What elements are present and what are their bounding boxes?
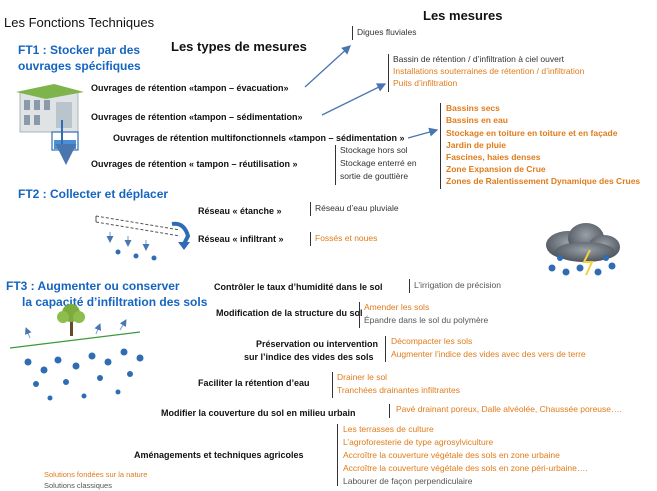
measure-vers-terre: Augmenter l’indice des vides avec des ve… (391, 349, 586, 359)
bracket-fosses (310, 232, 311, 246)
arrow-evacuation (304, 45, 351, 88)
page-title: Les Fonctions Techniques (4, 15, 155, 30)
measure-labourer: Labourer de façon perpendiculaire (343, 476, 473, 486)
header-mesures: Les mesures (423, 8, 503, 23)
ft1-type-multifonction: Ouvrages de rétention multifonctionnels … (113, 133, 405, 143)
pipe-illustration (95, 215, 191, 261)
measure-puits: Puits d’infiltration (393, 78, 458, 88)
ft1-title-line1: FT1 : Stocker par des (18, 43, 141, 57)
measure-pave-drainant: Pavé drainant poreux, Dalle alvéolée, Ch… (396, 404, 622, 414)
measure-fosses-noues: Fossés et noues (315, 233, 378, 243)
measure-jardin-pluie: Jardin de pluie (446, 140, 506, 150)
measure-terrasses: Les terrasses de culture (343, 424, 434, 434)
arrow-sedimentation (321, 83, 387, 116)
measure-irrigation: L’irrigation de précision (414, 280, 501, 290)
bracket-structure (359, 302, 360, 328)
measure-couverture-urbaine: Accroître la couverture végétale des sol… (343, 450, 560, 460)
measure-bassins-eau: Bassins en eau (446, 115, 508, 125)
ft1-title-line2: ouvrages spécifiques (18, 59, 141, 73)
arrow-multifonction (407, 127, 439, 139)
building-illustration (16, 84, 84, 165)
bracket-digues (352, 26, 353, 40)
measure-bassins-secs: Bassins secs (446, 103, 500, 113)
ft3-type-vides: sur l’indice des vides des sols (244, 352, 374, 362)
measure-stockage-enterre: Stockage enterré en (340, 158, 417, 168)
ft1-type-evacuation: Ouvrages de rétention «tampon – évacuati… (91, 83, 289, 93)
measure-bassin-ciel: Bassin de rétention / d’infiltration à c… (393, 54, 565, 64)
ft2-type-etanche: Réseau « étanche » (198, 206, 282, 216)
measure-zones-ralentissement: Zones de Ralentissement Dynamique des Cr… (446, 176, 641, 186)
measure-agroforesterie: L’agroforesterie de type agrosylvicultur… (343, 437, 494, 447)
ft2-title: FT2 : Collecter et déplacer (18, 187, 169, 201)
measure-tranchees: Tranchées drainantes infiltrantes (337, 385, 461, 395)
header-types: Les types de mesures (171, 39, 307, 54)
legend-classic: Solutions classiques (44, 481, 112, 490)
ft3-type-preservation: Préservation ou intervention (256, 339, 379, 349)
bracket-retention (332, 372, 333, 398)
bracket-group-b (440, 103, 441, 189)
measure-digues: Digues fluviales (357, 27, 417, 37)
ft3-type-humidite: Contrôler le taux d’humidité dans le sol (214, 282, 383, 292)
ft3-type-agricole: Aménagements et techniques agricoles (134, 450, 304, 460)
ft3-type-structure: Modification de la structure du sol (216, 308, 363, 318)
ft2-type-infiltrant: Réseau « infiltrant » (198, 234, 284, 244)
measure-polymere: Épandre dans le sol du polymère (364, 315, 489, 325)
measure-reseau-pluviale: Réseau d’eau pluviale (315, 203, 399, 213)
measure-installations-souterraines: Installations souterraines de rétention … (393, 66, 585, 76)
tree-infiltration-illustration (9, 304, 144, 401)
bracket-humidite (409, 279, 410, 293)
bracket-stockage (335, 145, 336, 185)
ft1-type-reutilisation: Ouvrages de rétention « tampon – réutili… (91, 159, 298, 169)
bracket-reseau (310, 202, 311, 216)
ft3-title-line1: FT3 : Augmenter ou conserver (6, 279, 180, 293)
measure-fascines: Fascines, haies denses (446, 152, 541, 162)
bracket-vides (385, 336, 386, 362)
measure-couverture-periurbaine: Accroître la couverture végétale des sol… (343, 463, 588, 473)
ft1-type-sedimentation: Ouvrages de rétention «tampon – sédiment… (91, 112, 303, 122)
measure-amender: Amender les sols (364, 302, 430, 312)
measure-sortie-gouttiere: sortie de gouttière (340, 171, 409, 181)
rain-cloud-illustration (546, 223, 620, 276)
measure-decompacter: Décompacter les sols (391, 336, 473, 346)
bracket-agricole (337, 424, 338, 486)
ft3-type-retention: Faciliter la rétention d’eau (198, 378, 310, 388)
measure-zone-expansion: Zone Expansion de Crue (446, 164, 546, 174)
measure-drainer: Drainer le sol (337, 372, 388, 382)
legend-nature: Solutions fondées sur la nature (44, 470, 148, 479)
bracket-group-a (388, 54, 389, 92)
bracket-couverture (389, 404, 390, 418)
ft3-type-couverture: Modifier la couverture du sol en milieu … (161, 408, 356, 418)
measure-stockage-toiture: Stockage en toiture en toiture et en faç… (446, 128, 618, 138)
measure-stockage-hors-sol: Stockage hors sol (340, 145, 408, 155)
